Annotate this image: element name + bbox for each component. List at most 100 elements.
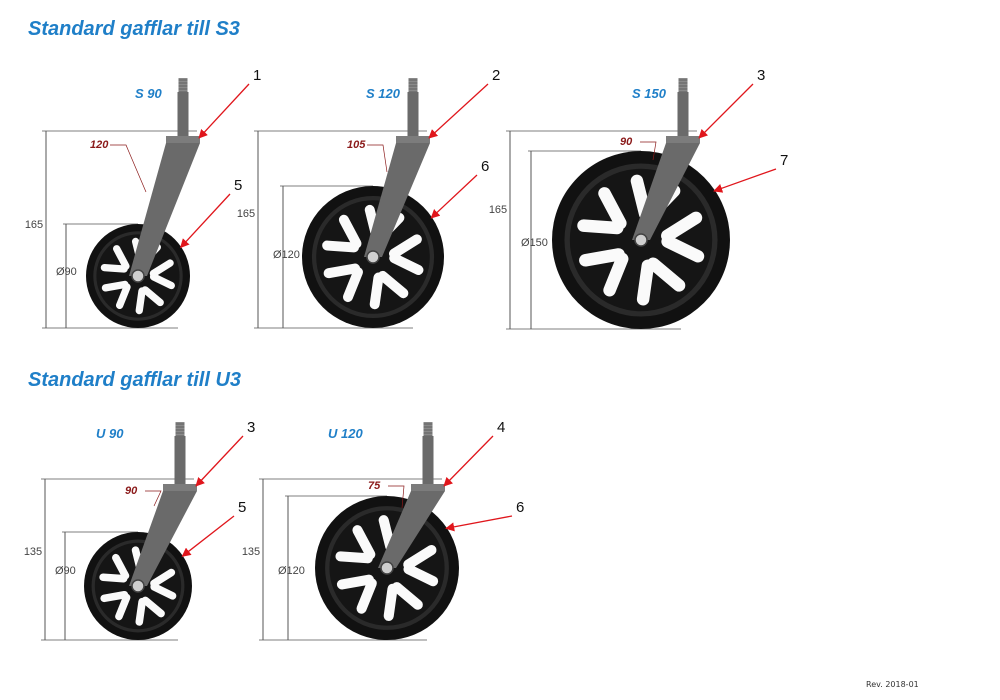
section-title-u3: Standard gafflar till U3	[28, 369, 242, 391]
wheel-spoke-gap	[389, 234, 422, 259]
fork-thread	[178, 78, 188, 92]
wheel-spoke-gap	[403, 545, 437, 570]
offset-leader-line	[110, 144, 147, 193]
height-label: 165	[25, 219, 43, 231]
wheel-callout-number: 6	[516, 499, 524, 516]
wheel-spoke-gap	[113, 245, 130, 270]
fork-thread	[678, 78, 688, 92]
fork-callout-arrow	[428, 83, 489, 139]
fork-stem	[422, 436, 434, 484]
fork-crown	[163, 484, 197, 491]
wheel-spoke-gap	[322, 240, 360, 253]
wheel-spoke-gap	[391, 582, 423, 610]
wheel-callout-arrow	[430, 174, 478, 219]
fork-model-label: U 90	[96, 426, 124, 441]
wheel-spoke-gap	[383, 583, 398, 621]
fork-callout-number: 1	[253, 67, 261, 84]
wheel-spoke-gap	[101, 280, 129, 292]
axle-nut	[380, 561, 394, 575]
section-title-s3: Standard gafflar till S3	[28, 18, 240, 40]
wheel-spoke-gap	[135, 287, 146, 315]
height-label: 135	[242, 546, 260, 558]
wheel-spoke-gap	[141, 596, 165, 618]
offset-label: 90	[125, 485, 138, 497]
fork-callout-number: 4	[497, 419, 505, 436]
fork-model-label: S 150	[632, 86, 667, 101]
height-label: 165	[237, 208, 255, 220]
fork-blade	[364, 143, 430, 257]
wheel-spoke-gap	[115, 283, 131, 309]
wheel-spoke-gap	[389, 253, 424, 275]
wheel-spoke-gap	[356, 578, 377, 614]
fork-callout-number: 2	[492, 67, 500, 84]
wheel-callout-arrow	[713, 168, 777, 193]
diameter-label: Ø120	[278, 565, 305, 577]
axle-nut	[366, 250, 380, 264]
wheel-callout-number: 5	[234, 177, 242, 194]
fork-blade	[632, 143, 700, 240]
wheel-spoke-gap	[377, 270, 409, 299]
fork-blade	[378, 491, 445, 568]
fork-model-label: S 120	[366, 86, 401, 101]
wheel-callout-number: 5	[238, 499, 246, 516]
diameter-label: Ø90	[55, 565, 76, 577]
wheel-spoke-gap	[598, 187, 627, 230]
wheel-spoke-gap	[99, 573, 128, 583]
fork-callout-arrow	[443, 435, 494, 487]
diameter-label: Ø90	[56, 266, 77, 278]
wheel-callout-arrow	[180, 193, 231, 249]
fork-thread	[408, 78, 418, 92]
wheel-spoke-gap	[577, 219, 624, 235]
fork-stem	[677, 92, 689, 136]
fork-stem	[407, 92, 419, 136]
wheel-callout-number: 7	[780, 152, 788, 169]
height-label: 165	[489, 204, 507, 216]
wheel-callout-arrow	[445, 515, 513, 532]
fork-callout-arrow	[198, 83, 250, 139]
revision-label: Rev. 2018-01	[866, 680, 919, 689]
wheel-callout-arrow	[181, 515, 235, 557]
wheel-spoke-gap	[403, 564, 439, 587]
offset-label: 105	[347, 139, 366, 151]
fork-crown	[666, 136, 700, 143]
offset-leader-line	[388, 485, 405, 509]
offset-leader-line	[367, 144, 388, 173]
wheel-spoke-gap	[636, 259, 655, 306]
wheel-spoke-gap	[323, 263, 361, 279]
offset-leader-line	[145, 490, 162, 507]
fork-crown	[166, 136, 200, 143]
fork-callout-number: 3	[247, 419, 255, 436]
wheel-spoke-gap	[603, 252, 629, 297]
wheel-spoke-gap	[149, 273, 175, 290]
wheel-spoke-gap	[579, 248, 625, 267]
fork-callout-arrow	[195, 435, 244, 487]
fork-crown	[411, 484, 445, 491]
fork-callout-number: 3	[757, 67, 765, 84]
fork-stem	[174, 436, 186, 484]
offset-label: 90	[620, 136, 633, 148]
wheel-spoke-gap	[646, 257, 686, 292]
fork-model-label: S 90	[135, 86, 163, 101]
fork-thread	[423, 422, 433, 436]
wheel-spoke-gap	[338, 214, 362, 249]
diameter-label: Ø150	[521, 237, 548, 249]
wheel-spoke-gap	[100, 590, 129, 603]
wheel-spoke-gap	[369, 272, 384, 310]
wheel-spoke-gap	[150, 583, 177, 600]
wheel-callout-number: 6	[481, 158, 489, 175]
fork-model-label: U 120	[328, 426, 363, 441]
axle-nut	[131, 269, 145, 283]
wheel-spoke-gap	[661, 211, 703, 242]
fork-callout-arrow	[698, 83, 754, 139]
fork-blade	[129, 143, 200, 276]
wheel-spoke-gap	[661, 235, 705, 263]
wheel-spoke-gap	[335, 551, 373, 564]
diameter-label: Ø120	[273, 249, 300, 261]
offset-label: 75	[368, 480, 381, 492]
wheel-spoke-gap	[336, 574, 374, 590]
wheel-spoke-gap	[149, 259, 174, 278]
